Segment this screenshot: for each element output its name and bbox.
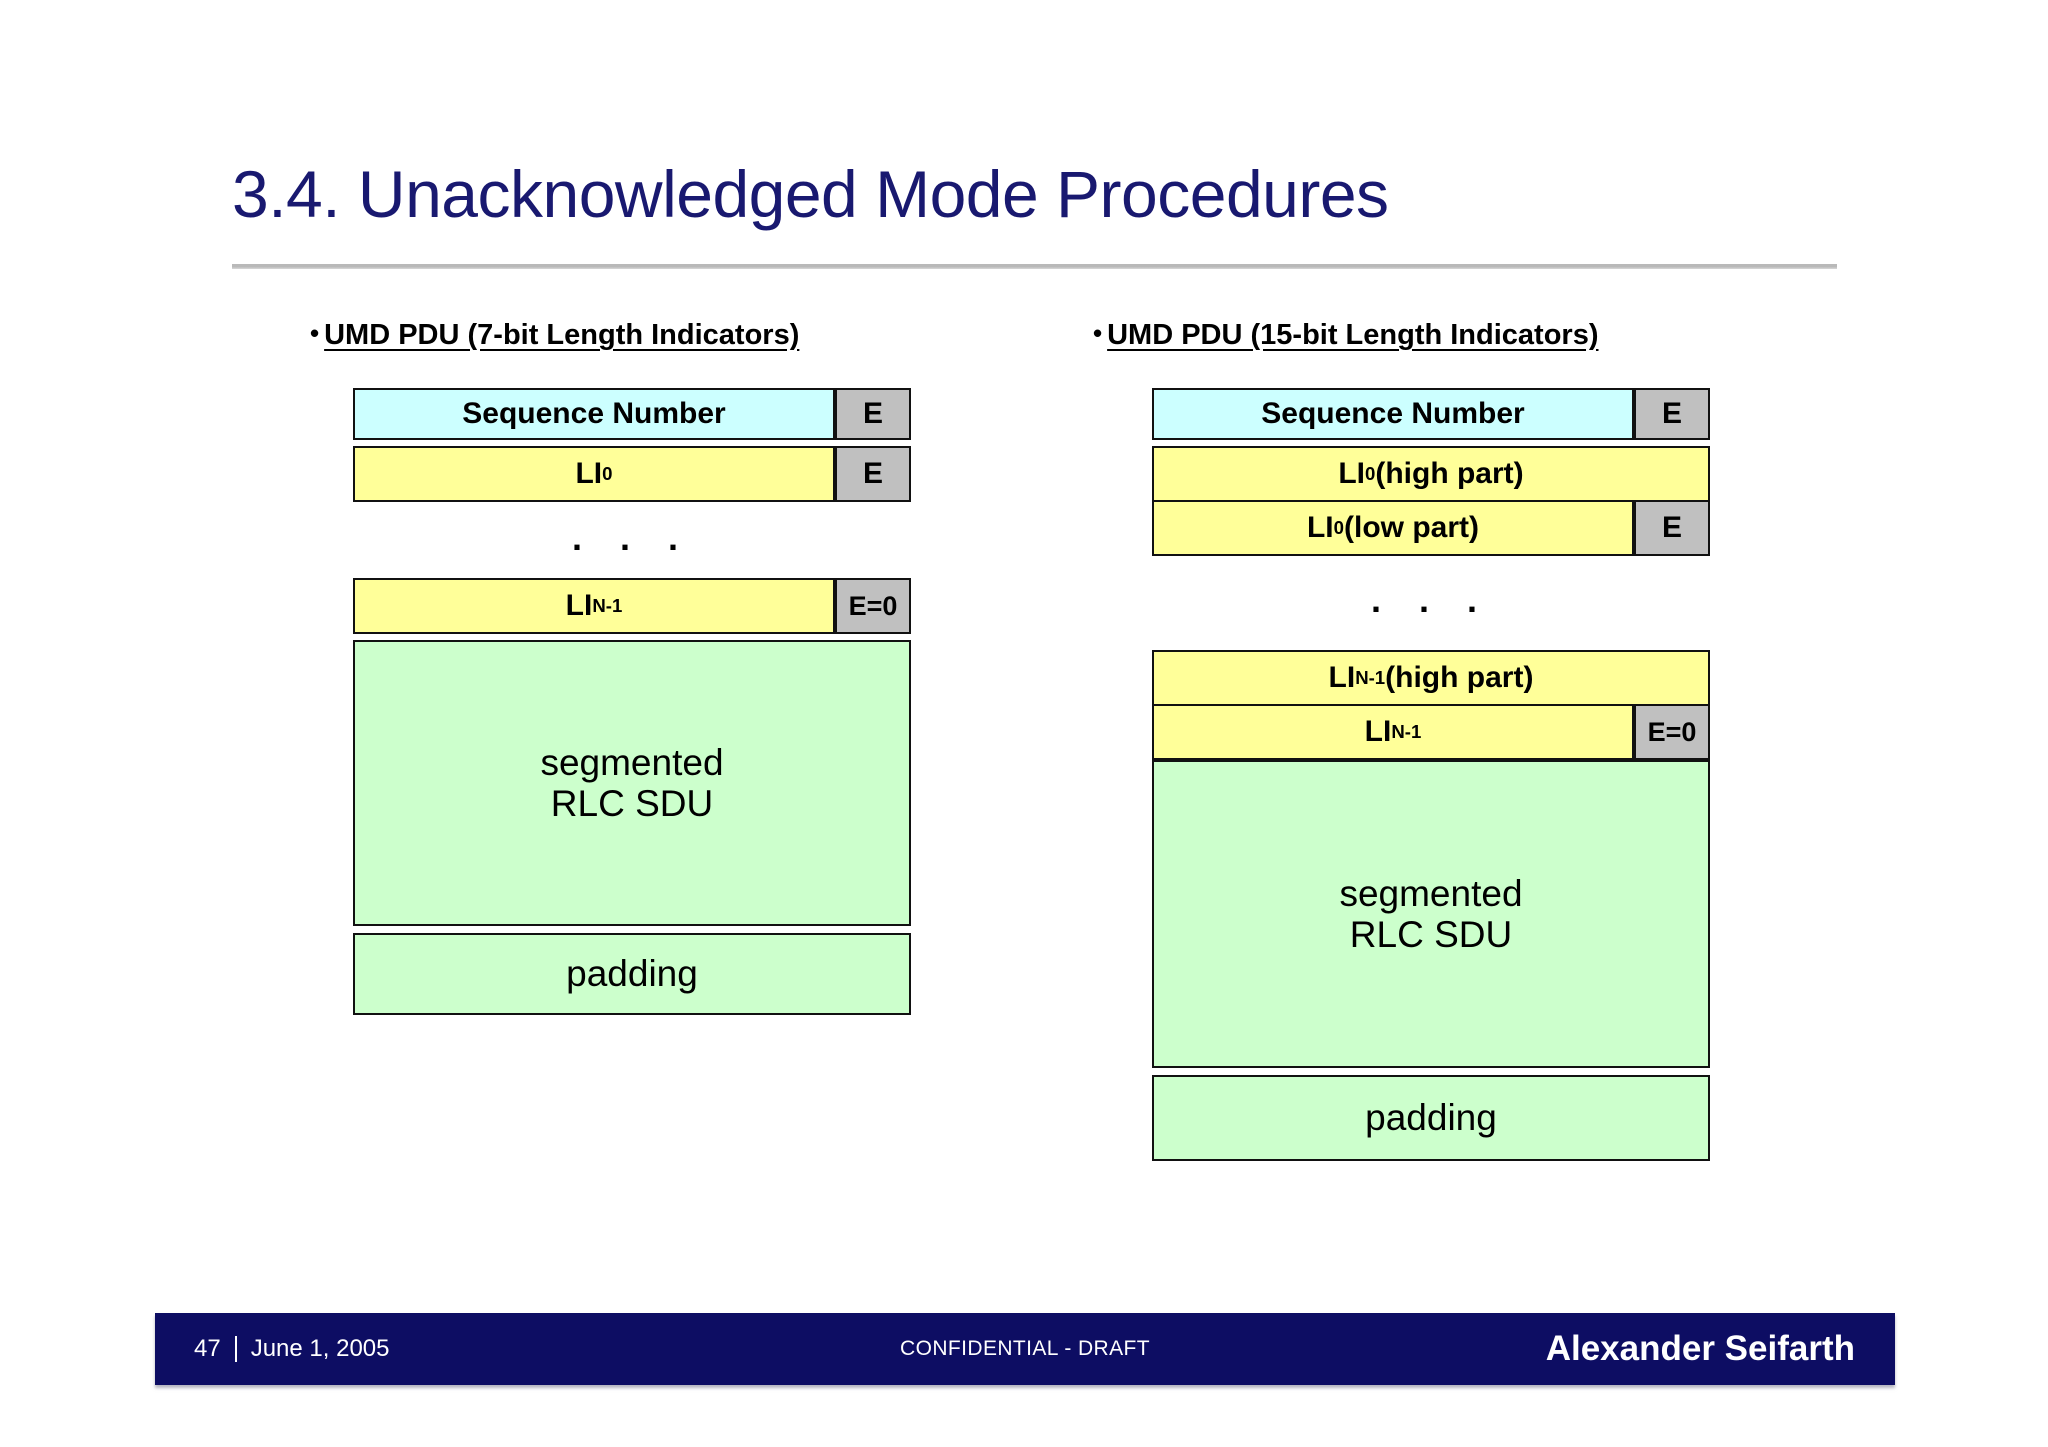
field-e-bit: E <box>835 446 911 502</box>
sdu-line-1: segmented <box>540 741 724 783</box>
field-segmented-rlc-sdu: segmented RLC SDU <box>1152 760 1710 1068</box>
field-subscript: 0 <box>602 462 613 484</box>
field-suffix: (high part) <box>1375 457 1524 490</box>
field-label: LI <box>1364 715 1392 748</box>
field-subscript: N-1 <box>592 594 623 616</box>
heading-left-label: UMD PDU (7-bit Length Indicators) <box>324 319 800 351</box>
bullet-icon: • <box>310 318 320 348</box>
field-padding: padding <box>353 933 911 1015</box>
field-suffix: (low part) <box>1344 511 1479 544</box>
field-e-bit: E <box>1634 500 1710 556</box>
heading-umd-pdu-7bit: •UMD PDU (7-bit Length Indicators) <box>310 318 799 352</box>
bullet-icon: • <box>1093 318 1103 348</box>
field-e-bit: E <box>835 388 911 440</box>
field-label: LI <box>565 589 593 622</box>
sdu-line-2: RLC SDU <box>550 783 714 824</box>
field-label: E=0 <box>848 590 898 621</box>
pdu-row-sequence-number: Sequence Number E <box>353 388 911 440</box>
field-label: Sequence Number <box>1261 397 1525 430</box>
heading-right-label: UMD PDU (15-bit Length Indicators) <box>1107 319 1599 351</box>
field-sequence-number: Sequence Number <box>1152 388 1634 440</box>
ellipsis-left: . . . <box>571 517 692 558</box>
field-subscript: 0 <box>1365 462 1376 484</box>
field-segmented-rlc-sdu: segmented RLC SDU <box>353 640 911 926</box>
padding-label: padding <box>1365 1097 1497 1139</box>
slide-footer: 47 June 1, 2005 CONFIDENTIAL - DRAFT Ale… <box>155 1313 1895 1385</box>
confidentiality-notice: CONFIDENTIAL - DRAFT <box>900 1337 1150 1360</box>
field-label: Sequence Number <box>462 397 726 430</box>
ellipsis-right: . . . <box>1370 579 1491 620</box>
title-divider <box>232 264 1837 269</box>
field-sequence-number: Sequence Number <box>353 388 835 440</box>
field-label: LI <box>575 457 603 490</box>
field-label: E <box>1661 511 1682 544</box>
footer-date: June 1, 2005 <box>250 1335 390 1362</box>
field-subscript: N-1 <box>1391 720 1422 742</box>
field-e-bit-zero: E=0 <box>835 578 911 634</box>
footer-divider <box>234 1336 237 1362</box>
field-e-bit-zero: E=0 <box>1634 704 1710 760</box>
field-suffix: (high part) <box>1385 661 1534 694</box>
page-title: 3.4. Unacknowledged Mode Procedures <box>232 157 1389 231</box>
author-name: Alexander Seifarth <box>1545 1329 1855 1368</box>
field-label: E=0 <box>1647 716 1697 747</box>
field-padding: padding <box>1152 1075 1710 1161</box>
pdu-row-sequence-number: Sequence Number E <box>1152 388 1710 440</box>
field-subscript: 0 <box>1333 516 1344 538</box>
field-label: LI <box>1306 511 1334 544</box>
field-label: E <box>862 457 883 490</box>
field-e-bit: E <box>1634 388 1710 440</box>
field-subscript: N-1 <box>1355 666 1386 688</box>
field-label: LI <box>1328 661 1356 694</box>
footer-left-group: 47 June 1, 2005 <box>194 1335 390 1363</box>
heading-umd-pdu-15bit: •UMD PDU (15-bit Length Indicators) <box>1093 318 1599 352</box>
sdu-line-1: segmented <box>1339 872 1523 914</box>
sdu-line-2: RLC SDU <box>1349 914 1513 955</box>
field-label: E <box>1661 397 1682 430</box>
padding-label: padding <box>566 953 698 995</box>
page-number: 47 <box>194 1335 221 1362</box>
field-label: LI <box>1338 457 1365 490</box>
field-label: E <box>862 397 883 430</box>
